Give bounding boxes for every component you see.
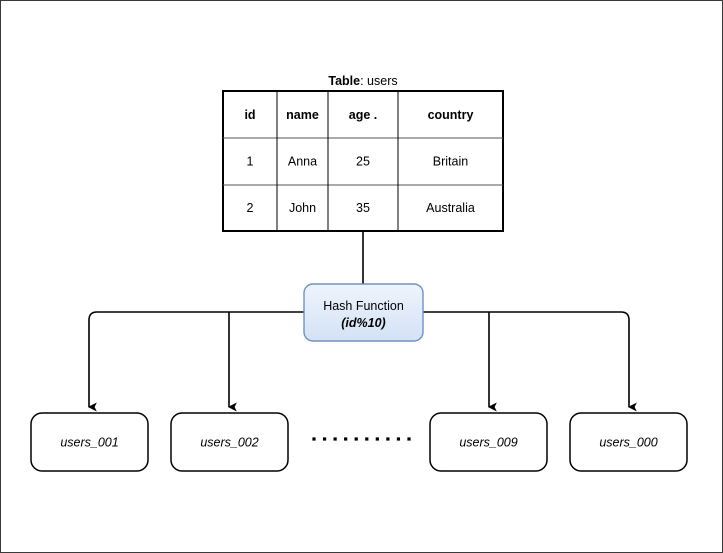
- table-cell-country: Australia: [426, 201, 475, 215]
- shard-box-3[interactable]: [429, 412, 548, 472]
- shard-node[interactable]: users_009: [429, 412, 548, 472]
- table-caption-label: Table: [328, 74, 360, 88]
- connector-bus-left: [87, 311, 304, 412]
- shard-label-1: users_001: [60, 435, 118, 449]
- users-table: id name age . country 1 Anna 25 Britain …: [222, 90, 504, 232]
- table-header-cell-country: country: [428, 108, 474, 122]
- table-cell-country: Britain: [433, 154, 468, 168]
- hash-function-node[interactable]: Hash Function (id%10): [303, 283, 424, 342]
- shard-ellipsis: [312, 437, 411, 441]
- table-cell-name: John: [289, 201, 316, 215]
- table-cell-age: 25: [356, 154, 370, 168]
- shard-node[interactable]: users_000: [569, 412, 688, 472]
- hash-function-box[interactable]: [303, 283, 424, 342]
- ellipsis-dot: [386, 437, 390, 441]
- connector-bus-right: [423, 311, 637, 412]
- table-cell-name: Anna: [288, 154, 317, 168]
- table-caption-separator: :: [360, 74, 367, 88]
- ellipsis-dot: [333, 437, 337, 441]
- shard-box-4[interactable]: [569, 412, 688, 472]
- hash-function-formula: (id%10): [341, 316, 385, 330]
- shard-label-2: users_002: [200, 435, 258, 449]
- table-cell-id: 2: [247, 201, 254, 215]
- ellipsis-dot: [344, 437, 348, 441]
- ellipsis-dot: [322, 437, 327, 441]
- ellipsis-dot: [407, 437, 411, 441]
- shard-node[interactable]: users_002: [170, 412, 289, 472]
- connector-bus: [87, 311, 637, 412]
- ellipsis-dot: [375, 437, 379, 441]
- ellipsis-dot: [312, 437, 316, 441]
- ellipsis-dot: [396, 437, 401, 441]
- ellipsis-dot: [365, 437, 369, 441]
- table-row: 1 Anna 25 Britain: [247, 154, 469, 168]
- shard-label-3: users_009: [459, 435, 517, 449]
- table-cell-id: 1: [247, 154, 254, 168]
- shard-node[interactable]: users_001: [30, 412, 149, 472]
- table-header-cell-age: age .: [349, 108, 378, 122]
- table-header-cell-id: id: [244, 108, 255, 122]
- table-header-row: id name age . country: [244, 108, 473, 122]
- shard-box-1[interactable]: [30, 412, 149, 472]
- table-header-cell-name: name: [286, 108, 319, 122]
- shard-label-4: users_000: [599, 435, 657, 449]
- table-caption: Table: users: [328, 74, 397, 88]
- shard-box-2[interactable]: [170, 412, 289, 472]
- ellipsis-dot: [354, 437, 358, 441]
- table-caption-value: users: [367, 74, 398, 88]
- hash-function-title: Hash Function: [323, 299, 404, 313]
- table-cell-age: 35: [356, 201, 370, 215]
- table-outline: [222, 90, 504, 232]
- table-row: 2 John 35 Australia: [247, 201, 475, 215]
